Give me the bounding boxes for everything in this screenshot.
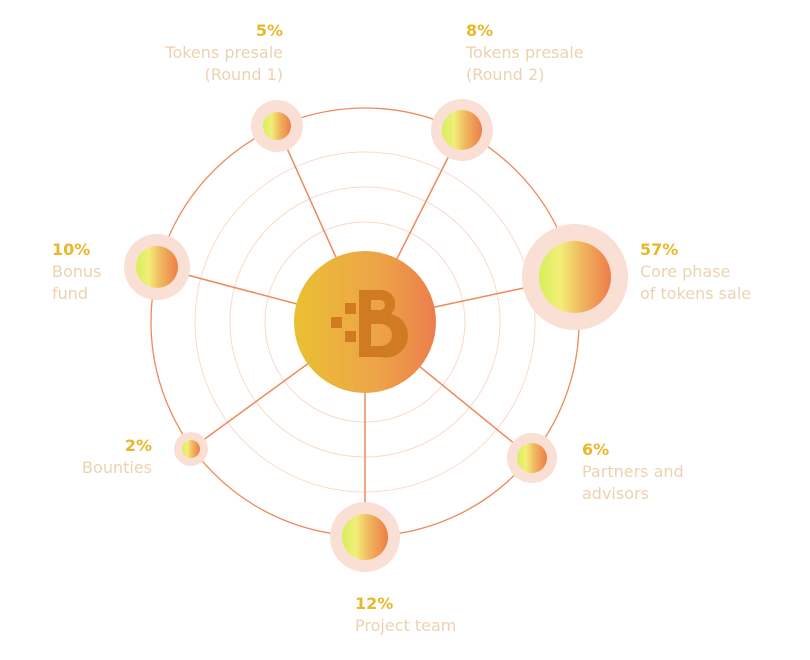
label-core-phase: 57% Core phase of tokens sale [640, 239, 751, 305]
label-presale-round-1: 5% Tokens presale (Round 1) [140, 20, 283, 86]
label-presale-round-2: 8% Tokens presale (Round 2) [466, 20, 584, 86]
label-bonus-fund: 10% Bonus fund [52, 239, 101, 305]
label-line: Bonus [52, 262, 102, 281]
node-12% [342, 514, 388, 560]
label-line: fund [52, 284, 89, 303]
percent: 57% [640, 240, 679, 259]
node-8% [442, 110, 482, 150]
label-line: advisors [582, 484, 649, 503]
percent: 8% [466, 21, 494, 40]
label-partners: 6% Partners and advisors [582, 439, 684, 505]
node-5% [263, 112, 291, 140]
label-line: of tokens sale [640, 284, 752, 303]
node-6% [517, 443, 547, 473]
node-57% [539, 241, 611, 313]
label-line: Tokens presale [165, 43, 283, 62]
label-project-team: 12% Project team [355, 593, 456, 637]
b-logo-icon [331, 289, 409, 358]
label-line: (Round 2) [466, 65, 545, 84]
percent: 6% [582, 440, 610, 459]
percent: 12% [355, 594, 394, 613]
label-line: Partners and [582, 462, 684, 481]
label-line: (Round 1) [204, 65, 283, 84]
label-line: Project team [355, 616, 457, 635]
label-line: Tokens presale [466, 43, 584, 62]
center-node [294, 251, 436, 393]
percent: 10% [52, 240, 91, 259]
percent: 2% [124, 436, 152, 455]
node-10% [136, 246, 178, 288]
node-2% [182, 440, 200, 458]
label-line: Bounties [82, 458, 152, 477]
label-bounties: 2% Bounties [50, 435, 152, 479]
label-line: Core phase [640, 262, 731, 281]
percent: 5% [255, 21, 283, 40]
